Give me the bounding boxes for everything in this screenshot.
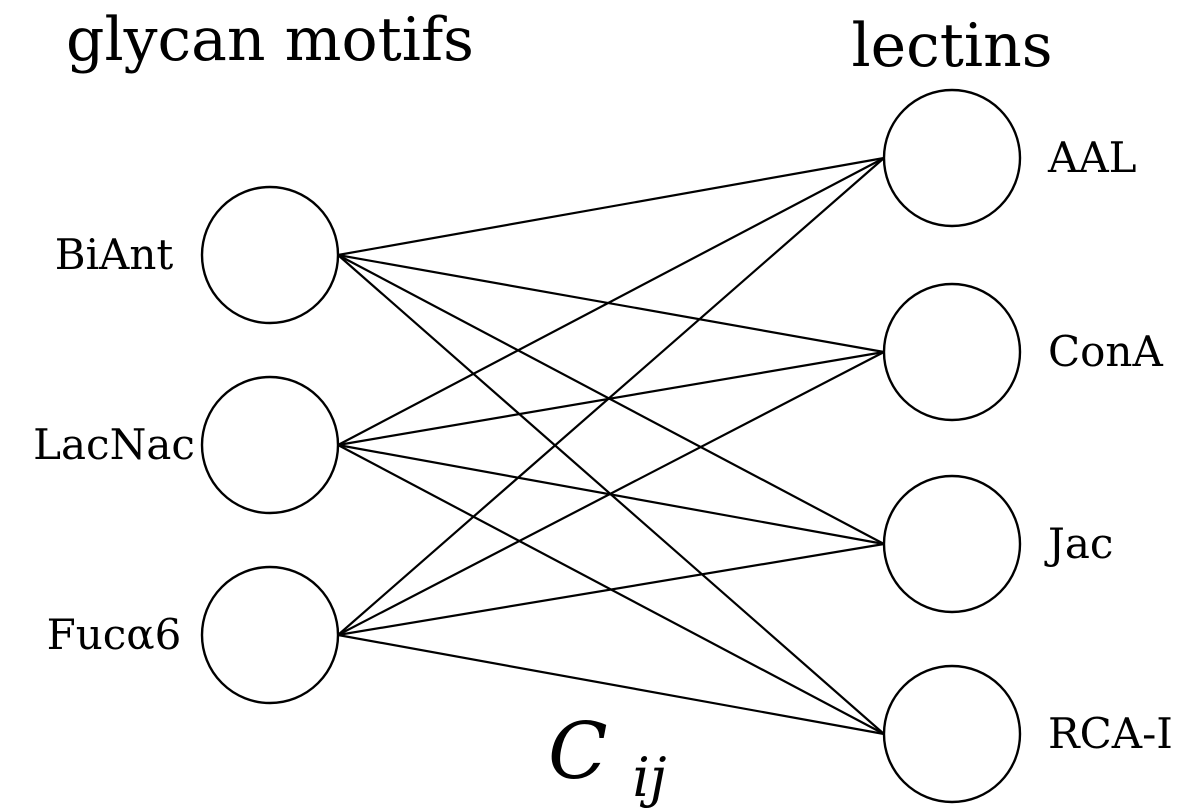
matrix-label-subscript: ij [632,746,666,809]
edge-1-0 [337,157,885,446]
glycan-node-label: Fucα6 [47,610,182,659]
edge-1-1 [337,350,885,447]
lectin-node-label: AAL [1047,133,1137,182]
edge-2-0 [337,157,885,636]
glycan-node-2: Fucα6 [47,565,340,705]
lectin-node-circle [882,474,1022,614]
lectin-node-1: ConA [882,282,1163,422]
lectin-node-label: Jac [1044,519,1113,568]
glycan-node-1: LacNac [33,375,340,515]
glycan-motifs-heading: glycan motifs [66,5,474,75]
glycan-node-circle [200,375,340,515]
lectins-heading: lectins [851,11,1052,81]
glycan-node-0: BiAnt [55,185,340,325]
glycan-node-label: BiAnt [55,230,174,279]
matrix-label: C ij [548,707,667,809]
lectin-node-0: AAL [882,88,1137,228]
edge-2-1 [337,351,885,636]
lectin-node-circle [882,282,1022,422]
lectin-node-2: Jac [882,474,1113,614]
edge-0-1 [337,253,885,354]
glycan-node-circle [200,565,340,705]
glycan-node-circle [200,185,340,325]
lectin-node-3: RCA-I [882,664,1173,804]
glycan-node-label: LacNac [33,420,195,469]
edge-0-0 [337,156,885,257]
lectin-node-circle [882,88,1022,228]
lectin-node-label: ConA [1048,327,1163,376]
lectin-node-label: RCA-I [1048,709,1173,758]
edge-2-2 [337,542,885,637]
matrix-label-main: C [548,707,608,797]
lectin-node-circle [882,664,1022,804]
edge-layer [337,156,885,736]
edge-2-3 [337,633,885,736]
